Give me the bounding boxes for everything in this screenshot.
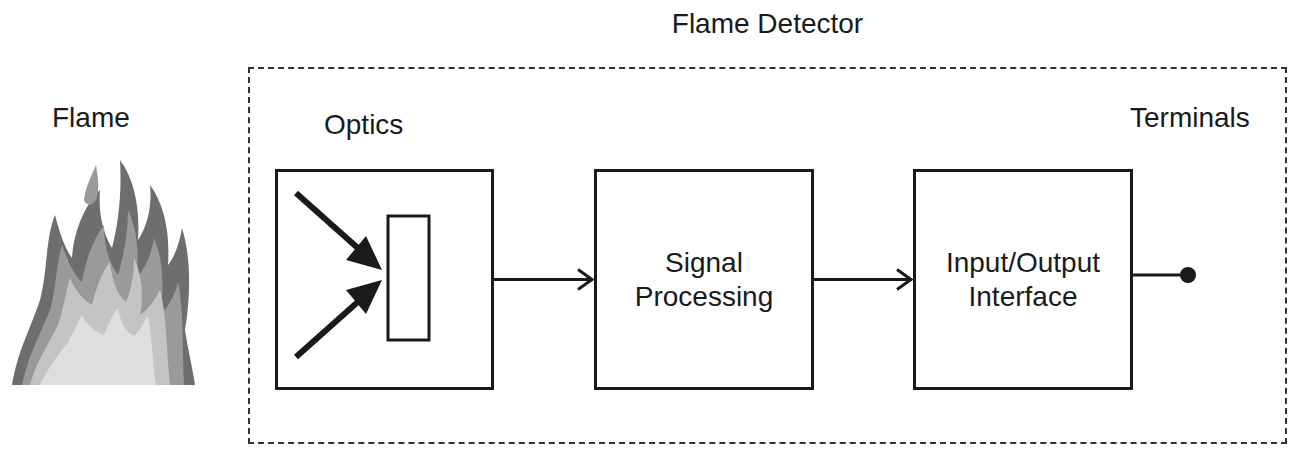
process-box: Input/Output Interface xyxy=(913,169,1133,390)
flame-illustration xyxy=(12,160,195,385)
box-text: Signal Processing xyxy=(606,246,802,314)
box-text: Input/Output Interface xyxy=(925,246,1121,314)
process-box: Optics xyxy=(275,169,494,390)
signal-arrow xyxy=(814,270,912,290)
optics-illustration xyxy=(296,193,429,357)
arrow-head xyxy=(897,270,911,290)
signal-arrow xyxy=(494,270,593,290)
terminal-wire xyxy=(1131,267,1196,283)
part-label: Flame xyxy=(52,101,130,135)
arrow-head xyxy=(578,270,592,290)
process-box: Signal Processing xyxy=(594,169,814,390)
heading-text: Flame Detector xyxy=(250,7,1285,41)
heading-text: Optics xyxy=(324,108,403,142)
part-label: Terminals xyxy=(1130,101,1250,135)
